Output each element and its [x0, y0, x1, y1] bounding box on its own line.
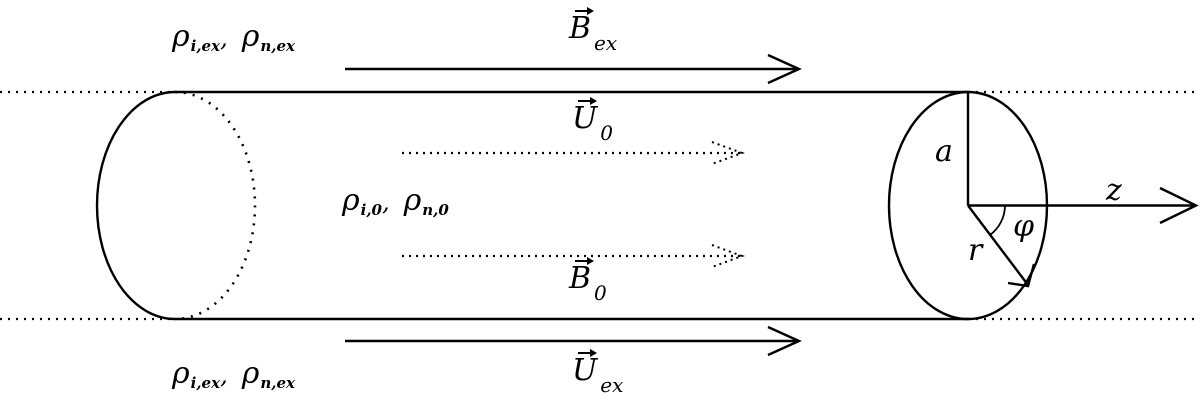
angle-phi-arc [989, 205, 1006, 236]
left-cap-front-arc [95, 90, 176, 321]
U-0-arrowhead [711, 141, 745, 165]
angle-phi-label: φ [1013, 209, 1035, 244]
left-cap-hidden-arc [174, 90, 257, 321]
radial-r-line [967, 204, 1029, 286]
radius-a-label: a [935, 134, 953, 169]
exterior-density-label-bottom: ρi,ex,ρn,ex [172, 356, 295, 392]
z-axis-label: z [1106, 173, 1122, 208]
exterior-density-label-top: ρi,ex,ρn,ex [172, 19, 295, 55]
radial-r-label: r [968, 233, 983, 268]
U-ex-arrowhead [767, 325, 802, 357]
internal-density-label: ρi,0,ρn,0 [342, 183, 449, 219]
B-ex-arrowhead [767, 53, 802, 85]
radial-r-arrowhead [1007, 263, 1036, 288]
B-0-arrowhead [711, 244, 745, 268]
z-axis-arrowhead [1159, 186, 1199, 225]
